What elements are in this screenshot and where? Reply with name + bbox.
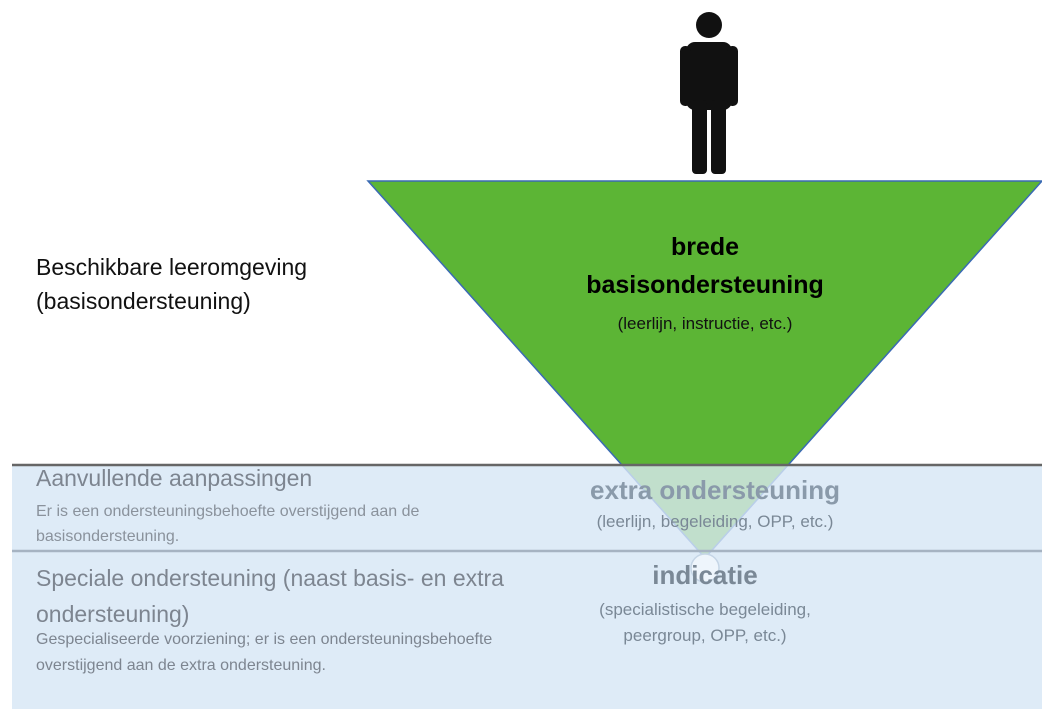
green-funnel <box>366 180 1042 560</box>
brede-line1: brede <box>670 233 740 261</box>
indicatie-sub-line2: peergroup, OPP, etc.) <box>623 626 787 645</box>
beschikbare-leeromgeving-label: Beschikbare leeromgeving (basisondersteu… <box>36 250 307 318</box>
aanvullende-aanpassingen-body: Er is een ondersteuningsbehoefte oversti… <box>36 503 420 545</box>
indicatie-title: indicatie <box>652 560 758 590</box>
support-band <box>12 465 1042 709</box>
indicatie-sub-line1: (specialistische begeleiding, <box>599 600 811 619</box>
indicatie-subtitle: (specialistische begeleiding, peergroup,… <box>540 597 870 649</box>
extra-ondersteuning-subtitle: (leerlijn, begeleiding, OPP, etc.) <box>596 512 834 531</box>
funnel-fade <box>606 465 805 558</box>
person-icon <box>680 12 738 174</box>
brede-subtitle: (leerlijn, instructie, etc.) <box>617 314 793 333</box>
speciale-ondersteuning-body: Gespecialiseerde voorziening; er is een … <box>36 631 493 674</box>
funnel-tip-circle <box>690 553 720 583</box>
beschikbare-line2: (basisondersteuning) <box>36 288 251 314</box>
aanvullende-aanpassingen-title: Aanvullende aanpassingen <box>36 465 313 491</box>
speciale-ondersteuning-title: Speciale ondersteuning (naast basis- en … <box>36 565 504 627</box>
brede-basisondersteuning-title: brede basisondersteuning <box>560 228 850 304</box>
extra-ondersteuning-title: extra ondersteuning <box>590 475 840 505</box>
brede-line2: basisondersteuning <box>586 271 824 299</box>
beschikbare-line1: Beschikbare leeromgeving <box>36 254 308 280</box>
